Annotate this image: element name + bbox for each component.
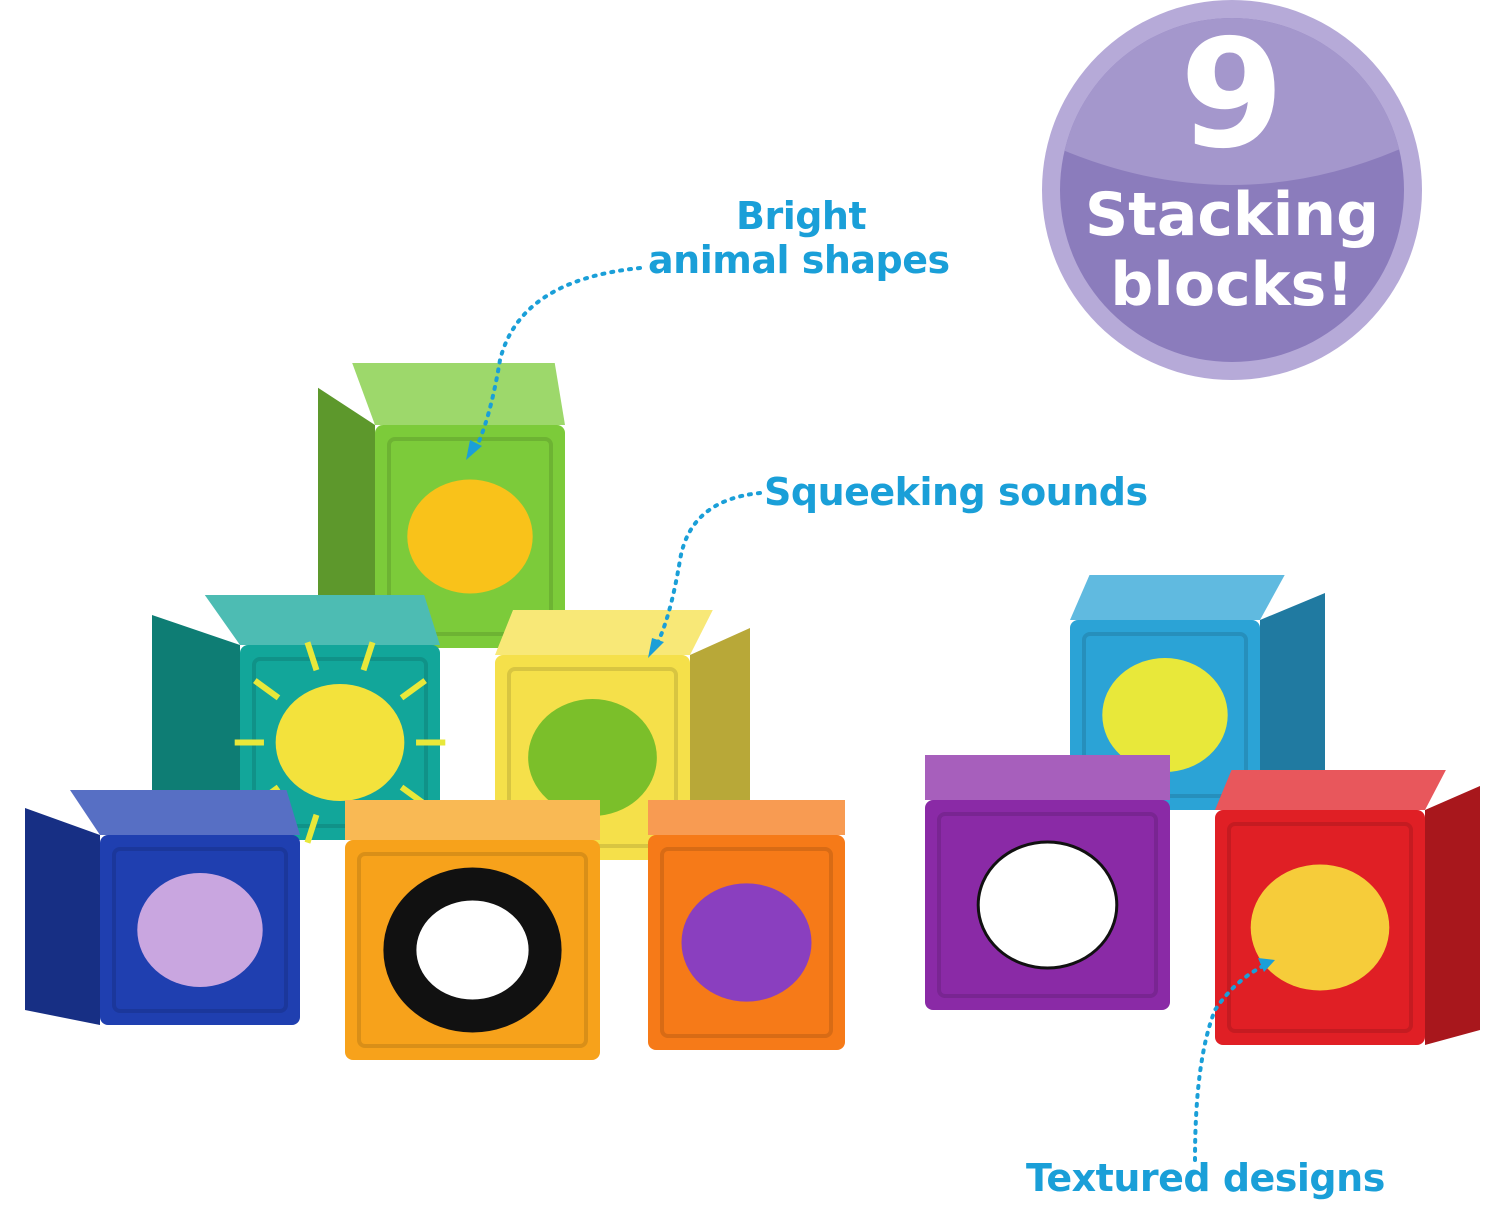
block-tiger bbox=[318, 363, 565, 648]
block-rhino bbox=[25, 790, 300, 1025]
block-frame bbox=[1227, 822, 1413, 1033]
block-top bbox=[70, 790, 300, 835]
arrowhead-icon bbox=[648, 638, 664, 658]
block-raccoon bbox=[345, 800, 600, 1060]
block-side bbox=[152, 615, 240, 840]
block-side bbox=[25, 808, 100, 1025]
callout-animal: Bright animal shapes bbox=[648, 194, 950, 282]
badge-line2: blocks! bbox=[1110, 250, 1354, 320]
arrow-animal bbox=[473, 266, 642, 452]
arrow-texture bbox=[1193, 963, 1267, 1162]
block-frame bbox=[112, 847, 288, 1013]
badge bbox=[1042, 0, 1422, 380]
cow-icon bbox=[976, 840, 1119, 970]
block-top bbox=[345, 800, 600, 840]
block-top bbox=[204, 595, 440, 645]
tiger-icon bbox=[407, 479, 533, 594]
paw-prints-icon bbox=[681, 883, 812, 1002]
badge-line1: Stacking bbox=[1084, 180, 1380, 250]
arrowhead-icon bbox=[466, 440, 482, 460]
block-top bbox=[352, 363, 565, 425]
leaf-icon bbox=[528, 699, 657, 816]
block-frame bbox=[937, 812, 1158, 998]
giraffe-icon bbox=[1250, 864, 1390, 991]
arrowhead-icon bbox=[1258, 958, 1275, 972]
block-top bbox=[1215, 770, 1446, 810]
block-top bbox=[648, 800, 845, 835]
block-side bbox=[318, 387, 375, 648]
block-side bbox=[1260, 593, 1325, 810]
block-paw-prints bbox=[648, 800, 845, 1050]
block-giraffe bbox=[1215, 770, 1480, 1045]
block-top bbox=[1070, 575, 1285, 620]
block-frame bbox=[387, 437, 553, 636]
block-side bbox=[1425, 786, 1480, 1045]
block-frame bbox=[660, 847, 833, 1038]
callout-texture: Textured designs bbox=[1026, 1156, 1385, 1200]
block-frame bbox=[357, 852, 588, 1048]
raccoon-icon bbox=[383, 867, 562, 1033]
block-top bbox=[925, 755, 1170, 800]
chick-icon bbox=[1102, 658, 1228, 772]
arrow-squeak bbox=[653, 491, 762, 650]
callout-animal-line1: Bright bbox=[736, 194, 867, 238]
callout-squeak: Squeeking sounds bbox=[764, 470, 1148, 514]
callout-animal-line2: animal shapes bbox=[648, 238, 950, 282]
block-top bbox=[495, 610, 713, 655]
rhino-icon bbox=[137, 873, 263, 987]
badge-number: 9 bbox=[1179, 8, 1285, 182]
block-sun bbox=[152, 595, 446, 844]
block-cow bbox=[925, 755, 1170, 1010]
